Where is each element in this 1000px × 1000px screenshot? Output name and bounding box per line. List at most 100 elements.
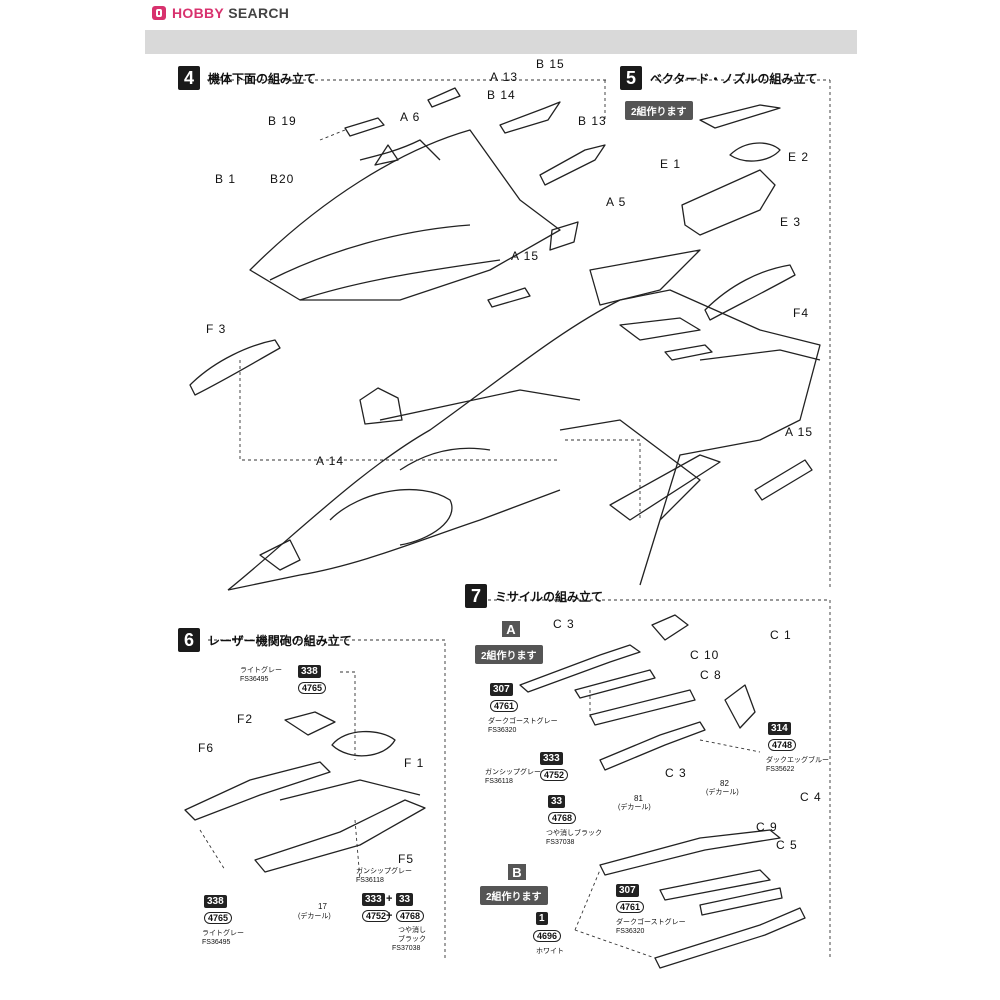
label-b20: B20 — [270, 172, 295, 186]
decal-label: (デカール) — [706, 789, 739, 796]
paint-code-alt: 4748 — [768, 739, 797, 751]
label-c3-lower: C 3 — [665, 766, 687, 780]
fuselage-drawing — [227, 129, 821, 591]
part-a15-upper — [487, 287, 531, 308]
paint-code-alt: 4761 — [490, 700, 519, 712]
label-e1: E 1 — [660, 157, 682, 171]
paint-code: 314 — [768, 722, 791, 735]
variant-a-box: A — [502, 621, 520, 637]
part-f5 — [254, 799, 426, 873]
label-f6: F6 — [198, 741, 215, 755]
fs-code: FS36118 — [485, 778, 513, 785]
label-c4: C 4 — [800, 790, 822, 804]
step-title: ミサイルの組み立て — [495, 589, 604, 604]
paint-code: 338 — [204, 895, 227, 908]
part-b13 — [539, 144, 606, 186]
step-title: レーザー機関砲の組み立て — [208, 633, 352, 648]
label-f3: F 3 — [206, 322, 227, 336]
decal-17: 17 — [318, 902, 327, 911]
step-title: 機体下面の組み立て — [208, 71, 317, 86]
paint-code: 307 — [616, 884, 639, 897]
fs-code: FS36320 — [488, 727, 517, 734]
paint-name: ホワイト — [536, 948, 564, 955]
paint-code-alt: 4696 — [533, 930, 562, 942]
paint-code: 338 — [298, 665, 321, 678]
part-a15-lower — [754, 459, 813, 501]
decal-82: 82 — [720, 779, 729, 788]
label-a14: A 14 — [316, 454, 345, 468]
paint-name: ガンシップグレー — [485, 769, 541, 776]
part-e3 — [681, 169, 776, 236]
step-7-header: 7 ミサイルの組み立て — [465, 584, 603, 608]
paint-code: 307 — [490, 683, 513, 696]
paint-name: ライトグレー — [202, 930, 244, 937]
label-f1: F 1 — [404, 756, 425, 770]
label-b19: B 19 — [268, 114, 297, 128]
missile-b-upper — [599, 829, 781, 876]
paint-name: つや消し — [398, 927, 426, 934]
divider-6 — [208, 639, 446, 960]
part-b15 — [499, 101, 561, 134]
label-f4: F4 — [793, 306, 810, 320]
step-number: 7 — [465, 584, 487, 608]
missile-a-upper — [519, 644, 641, 693]
paint-name: ダークゴーストグレー — [616, 919, 686, 926]
label-c1: C 1 — [770, 628, 792, 642]
label-c5: C 5 — [776, 838, 798, 852]
fs-code: FS36320 — [616, 928, 645, 935]
hobby-search-logo[interactable]: HOBBY SEARCH — [152, 5, 289, 21]
part-f2 — [284, 711, 336, 736]
missile-a-lower — [599, 721, 706, 771]
part-c10 — [574, 669, 656, 699]
fs-code: FS35622 — [766, 766, 795, 773]
part-f3 — [189, 339, 281, 396]
paint-code: 33 — [548, 795, 566, 808]
step-4-header: 4 機体下面の組み立て — [178, 66, 316, 90]
make-two-tag: 2組作ります — [480, 886, 548, 905]
variant-b-box: B — [508, 864, 526, 880]
paint-code: 1 — [536, 912, 548, 925]
paint-name: ダックエッグブルー — [766, 757, 829, 764]
step-title: ベクタード・ノズルの組み立て — [650, 71, 818, 86]
part-f4 — [704, 264, 796, 321]
paint-name: ガンシップグレー — [356, 868, 412, 875]
label-c9: C 9 — [756, 820, 778, 834]
part-e2 — [729, 142, 781, 162]
label-f2: F2 — [237, 712, 254, 726]
paint-code-alt: 4752 — [362, 910, 391, 922]
step-5-header: 5 ベクタード・ノズルの組み立て — [620, 66, 818, 90]
paint-code-alt: 4761 — [616, 901, 645, 913]
label-c8: C 8 — [700, 668, 722, 682]
paint-code: 333 — [362, 893, 385, 906]
label-e3: E 3 — [780, 215, 802, 229]
label-b1: B 1 — [215, 172, 237, 186]
label-a15-lower: A 15 — [785, 425, 814, 439]
missile-b-lower — [654, 907, 806, 969]
part-e1 — [699, 104, 781, 129]
fs-code: FS36118 — [356, 877, 384, 884]
label-a15: A 15 — [511, 249, 540, 263]
paint-name: ダークゴーストグレー — [488, 718, 558, 725]
part-c8 — [589, 689, 696, 726]
label-e2: E 2 — [788, 150, 810, 164]
plus-sign: + — [386, 910, 393, 922]
part-f6 — [184, 761, 331, 821]
paint-code-alt: 4765 — [204, 912, 233, 924]
step-6-header: 6 レーザー機関砲の組み立て — [178, 628, 352, 652]
step-number: 4 — [178, 66, 200, 90]
label-b15: B 15 — [536, 57, 565, 71]
label-c10: C 10 — [690, 648, 720, 662]
part-c9 — [659, 869, 771, 901]
label-b13: B 13 — [578, 114, 607, 128]
paint-code-alt: 4768 — [396, 910, 425, 922]
decal-label: (デカール) — [298, 913, 331, 920]
paint-name: ライトグレー — [240, 667, 282, 674]
part-b19 — [344, 117, 385, 137]
label-c3: C 3 — [553, 617, 575, 631]
paint-name: ブラック — [398, 936, 426, 943]
part-c1-fins — [651, 614, 689, 641]
header-bar — [145, 30, 857, 54]
paint-name: つや消しブラック — [546, 830, 602, 837]
paint-code-alt: 4768 — [548, 812, 577, 824]
